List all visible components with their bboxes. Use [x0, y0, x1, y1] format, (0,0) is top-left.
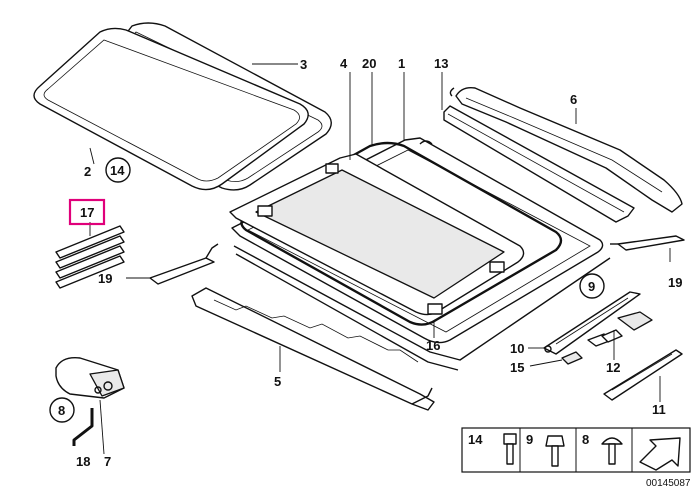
circled-label-9: 9 — [588, 279, 595, 294]
callout-10: 10 — [510, 341, 524, 356]
callout-20: 20 — [362, 56, 376, 71]
screw-9-icon — [545, 435, 565, 467]
drawing-reference-number: 00145087 — [646, 478, 691, 489]
callout-3: 3 — [300, 57, 307, 72]
part-13-seal-strip — [443, 105, 635, 223]
part-11-rail — [603, 349, 683, 401]
callout-17: 17 — [80, 205, 94, 220]
screw-8-icon — [601, 437, 623, 465]
callout-19-left: 19 — [98, 271, 112, 286]
part-19-cable-left — [149, 243, 219, 285]
callout-12: 12 — [606, 360, 620, 375]
callout-6: 6 — [570, 92, 577, 107]
part-12-brackets — [587, 311, 653, 347]
part-15-pad — [561, 351, 583, 365]
callout-16: 16 — [426, 338, 440, 353]
callout-13: 13 — [434, 56, 448, 71]
highlight-box-17 — [68, 198, 106, 226]
legend-label-9: 9 — [526, 432, 533, 447]
callout-labels: 3 4 20 1 13 6 2 17 19 19 5 16 10 15 12 1… — [76, 56, 682, 469]
part-6-rear-strip — [449, 86, 683, 213]
part-20-seal — [240, 141, 563, 326]
circled-label-14: 14 — [110, 163, 125, 178]
frame-rails — [233, 140, 611, 371]
callout-11: 11 — [652, 402, 666, 417]
callout-19-right: 19 — [668, 275, 682, 290]
circled-callouts: 14 9 8 — [49, 157, 605, 423]
screw-legend: 14 9 8 — [461, 427, 691, 473]
callout-15: 15 — [510, 360, 524, 375]
callout-18: 18 — [76, 454, 90, 469]
part-19-cable-right — [610, 235, 685, 251]
screw-14-icon — [503, 433, 517, 465]
circle-14 — [105, 157, 131, 183]
circled-label-8: 8 — [58, 403, 65, 418]
legend-label-8: 8 — [582, 432, 589, 447]
part-4-inner-frame — [229, 153, 525, 316]
callout-7: 7 — [104, 454, 111, 469]
part-18-hex-key — [72, 408, 94, 446]
circle-9 — [579, 273, 605, 299]
leader-lines — [89, 63, 671, 455]
callout-5: 5 — [274, 374, 281, 389]
part-17-slats — [55, 225, 125, 289]
callout-2: 2 — [84, 164, 91, 179]
direction-arrow-icon — [639, 437, 681, 471]
callout-4: 4 — [340, 56, 348, 71]
callout-1: 1 — [398, 56, 405, 71]
part-10-mechanism — [543, 291, 641, 355]
part-2-glass-panel — [33, 27, 309, 191]
part-7-motor — [55, 357, 125, 399]
circle-8 — [49, 397, 75, 423]
part-5-front-rail — [191, 287, 435, 411]
legend-label-14: 14 — [468, 432, 483, 447]
